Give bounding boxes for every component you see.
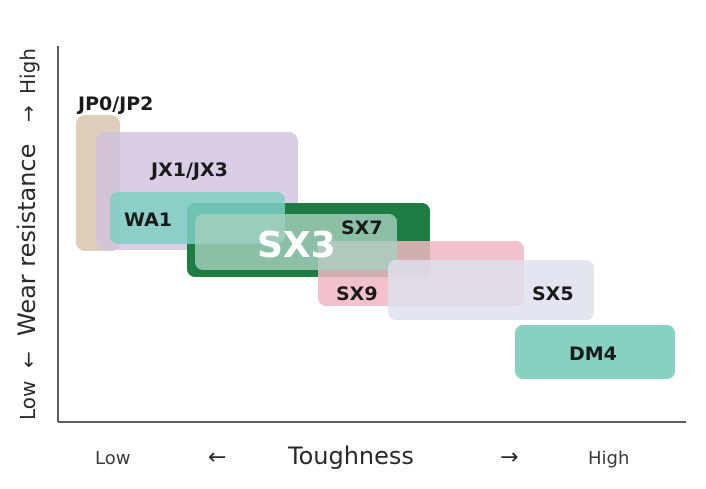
label-jx1-jx3: JX1/JX3: [149, 159, 228, 181]
y-axis-low-label: Low: [16, 381, 40, 420]
y-axis-bottom-arrow: ←: [16, 351, 40, 368]
region-sx5: [388, 260, 594, 320]
y-axis-caption: Low ← Wear resistance → High: [13, 48, 41, 420]
label-wa1: WA1: [124, 209, 172, 231]
label-sx7: SX7: [341, 217, 383, 239]
label-sx3: SX3: [257, 225, 336, 266]
y-axis-high-label: High: [16, 48, 40, 94]
y-axis-top-arrow: →: [16, 105, 40, 122]
x-axis-low-label: Low: [95, 448, 130, 469]
x-axis-high-label: High: [588, 448, 629, 469]
y-axis-title: Wear resistance: [13, 144, 41, 336]
x-axis-right-arrow: →: [500, 445, 518, 470]
label-sx9: SX9: [336, 283, 378, 305]
x-axis-left-arrow: ←: [208, 445, 226, 470]
x-axis-title: Toughness: [287, 442, 414, 470]
region-sx3: [195, 214, 397, 270]
label-sx5: SX5: [532, 283, 574, 305]
label-jp0-jp2: JP0/JP2: [76, 93, 153, 115]
label-dm4: DM4: [569, 343, 617, 365]
region-dm4: [515, 325, 675, 379]
